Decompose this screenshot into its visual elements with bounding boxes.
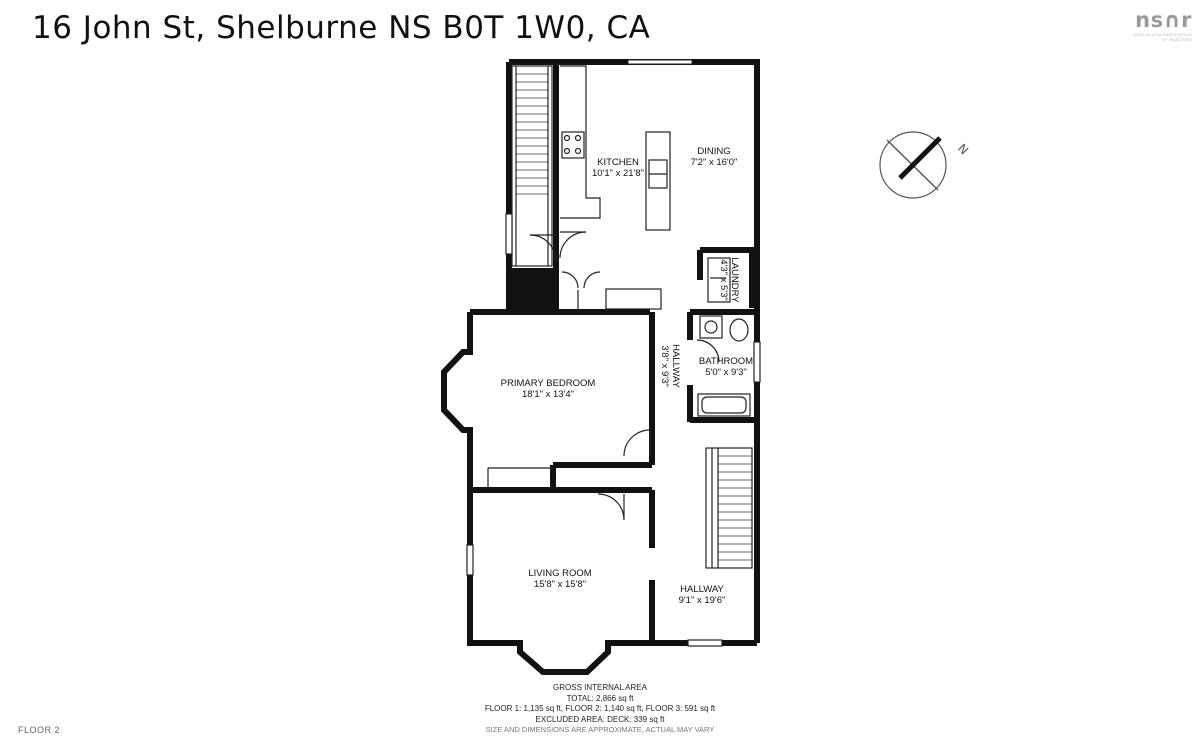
fixtures — [466, 59, 761, 647]
room-kitchen-size: 10'1" x 21'8" — [591, 168, 645, 179]
logo-mark: ns∩r — [1135, 8, 1192, 32]
room-dining: DINING 7'2" x 16'0" — [682, 146, 746, 168]
room-hallway-small: HALLWAY 3'8" x 9'3" — [659, 334, 681, 398]
walls — [441, 59, 760, 675]
room-primary-bedroom: PRIMARY BEDROOM 18'1" x 13'4" — [498, 378, 598, 400]
stair-treads — [516, 73, 752, 561]
room-laundry: LAUNDRY 4'3" x 5'3" — [718, 252, 740, 308]
notes-total: TOTAL: 2,866 sq ft — [566, 693, 634, 703]
compass-icon: N — [879, 131, 971, 199]
notes-disclaimer: SIZE AND DIMENSIONS ARE APPROXIMATE, ACT… — [485, 725, 715, 734]
room-bathroom-name: BATHROOM — [698, 356, 754, 367]
compass-north-label: N — [955, 141, 971, 157]
room-living-room: LIVING ROOM 15'8" x 15'8" — [520, 568, 600, 590]
floor-label: FLOOR 2 — [18, 725, 61, 735]
room-primary-bedroom-size: 18'1" x 13'4" — [521, 389, 575, 400]
nsar-logo: ns∩r NOVA SCOTIA ASSOCIATION OF REALTORS — [1126, 8, 1192, 42]
area-notes: GROSS INTERNAL AREA TOTAL: 2,866 sq ft F… — [400, 683, 800, 736]
room-hallway-large: HALLWAY 9'1" x 19'6" — [670, 584, 734, 606]
chimney-block — [511, 268, 555, 312]
room-living-room-name: LIVING ROOM — [528, 568, 592, 579]
page-title: 16 John St, Shelburne NS B0T 1W0, CA — [32, 10, 651, 46]
room-dining-name: DINING — [697, 146, 731, 157]
room-primary-bedroom-name: PRIMARY BEDROOM — [500, 378, 596, 389]
notes-floors: FLOOR 1: 1,135 sq ft, FLOOR 2: 1,140 sq … — [484, 704, 716, 713]
room-hallway-large-size: 9'1" x 19'6" — [678, 595, 726, 606]
room-hallway-small-size: 3'8" x 9'3" — [659, 345, 670, 387]
notes-excluded: EXCLUDED AREA: DECK: 339 sq ft — [535, 714, 665, 724]
room-living-room-size: 15'8" x 15'8" — [533, 579, 587, 590]
room-dining-size: 7'2" x 16'0" — [690, 157, 738, 168]
logo-subtitle-2: OF REALTORS — [1161, 37, 1192, 42]
room-kitchen: KITCHEN 10'1" x 21'8" — [586, 157, 650, 179]
stairs-upper — [515, 66, 549, 266]
room-bathroom: BATHROOM 5'0" x 9'3" — [694, 356, 758, 378]
notes-heading: GROSS INTERNAL AREA — [553, 683, 647, 692]
room-kitchen-name: KITCHEN — [597, 157, 639, 168]
room-laundry-name: LAUNDRY — [729, 257, 740, 303]
room-laundry-size: 4'3" x 5'3" — [718, 259, 729, 301]
room-hallway-large-name: HALLWAY — [680, 584, 724, 595]
logo-subtitle-1: NOVA SCOTIA ASSOCIATION — [1132, 32, 1192, 37]
room-bathroom-size: 5'0" x 9'3" — [705, 367, 747, 378]
room-hallway-small-name: HALLWAY — [670, 344, 681, 388]
